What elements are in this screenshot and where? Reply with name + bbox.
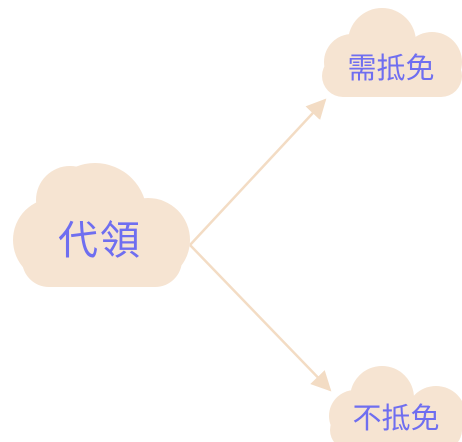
cloud-node-top: [322, 8, 462, 97]
cloud-node-root: [13, 163, 190, 287]
connector-root-to-top: [189, 98, 327, 246]
cloud-node-bottom: [329, 366, 462, 442]
child-node-label-bottom: 不抵免: [352, 401, 440, 435]
root-node-label: 代領: [58, 218, 142, 264]
child-node-label-top: 需抵免: [347, 51, 435, 85]
connector-root-to-bottom: [189, 244, 332, 392]
